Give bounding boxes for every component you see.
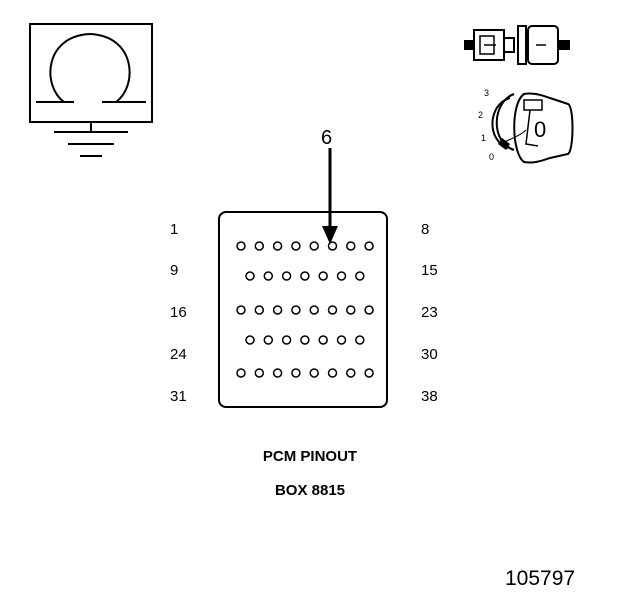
pin-hole-21 (327, 305, 338, 315)
pin-hole-6 (327, 241, 338, 251)
pin-hole-37 (346, 368, 356, 378)
pin-hole-33 (272, 368, 283, 378)
key-position-label: 0 (534, 117, 547, 142)
caption-title: PCM PINOUT (262, 448, 358, 465)
pin-hole-28 (318, 335, 328, 345)
pin-hole-22 (346, 305, 356, 315)
pin-hole-27 (300, 335, 310, 345)
pin-label-left-row1: 1 (170, 221, 179, 238)
pin-label-right-row3: 23 (421, 304, 438, 321)
pin-hole-15 (355, 271, 365, 281)
pin-hole-14 (336, 271, 347, 281)
ignition-position-0: 0 (489, 152, 495, 162)
pin-hole-1 (236, 241, 246, 251)
figure-number: 105797 (505, 567, 576, 590)
pin-label-left-row2: 9 (170, 262, 179, 279)
pin-hole-7 (346, 241, 356, 251)
pin-hole-23 (364, 305, 374, 315)
pin-hole-30 (355, 335, 365, 345)
pin-hole-9 (245, 271, 255, 281)
pin-label-left-row5: 31 (170, 388, 187, 405)
ignition-position-1: 1 (481, 133, 487, 143)
pin-label-right-row2: 15 (421, 262, 438, 279)
ohmmeter-ground-icon (29, 23, 153, 157)
pin-hole-35 (309, 368, 319, 378)
pin-hole-38 (364, 368, 374, 378)
pin-hole-32 (254, 368, 265, 378)
pin-label-right-row5: 38 (421, 388, 438, 405)
pin-hole-19 (291, 305, 301, 315)
ignition-position-3: 3 (484, 88, 490, 98)
pin-label-left-row4: 24 (170, 346, 187, 363)
pin-label-left-row3: 16 (170, 304, 187, 321)
pin-hole-11 (281, 271, 292, 281)
pin-hole-16 (236, 305, 246, 315)
caption-subtitle: BOX 8815 (274, 482, 346, 499)
pin-hole-36 (327, 368, 338, 378)
pin-hole-2 (254, 241, 265, 251)
pin-label-right-row4: 30 (421, 346, 438, 363)
pin-hole-17 (254, 305, 265, 315)
pin-hole-12 (300, 271, 310, 281)
pin-hole-20 (309, 305, 319, 315)
pin-hole-18 (272, 305, 283, 315)
pcm-connector-body (218, 211, 388, 408)
connector-disconnected-icon (464, 25, 570, 65)
ignition-key-icon (491, 92, 574, 164)
pin-hole-10 (263, 271, 274, 281)
callout-pin-number: 6 (321, 127, 333, 149)
pin-hole-8 (364, 241, 374, 251)
pin-hole-13 (318, 271, 328, 281)
pin-hole-5 (309, 241, 319, 251)
pin-hole-3 (272, 241, 283, 251)
pin-hole-4 (291, 241, 301, 251)
ignition-position-2: 2 (478, 110, 484, 120)
pin-hole-25 (263, 335, 274, 345)
pin-hole-26 (281, 335, 292, 345)
pin-hole-24 (245, 335, 255, 345)
pin-hole-34 (291, 368, 301, 378)
pin-label-right-row1: 8 (421, 221, 430, 238)
pin-hole-29 (336, 335, 347, 345)
callout-arrow-icon (322, 148, 338, 244)
pin-hole-31 (236, 368, 246, 378)
